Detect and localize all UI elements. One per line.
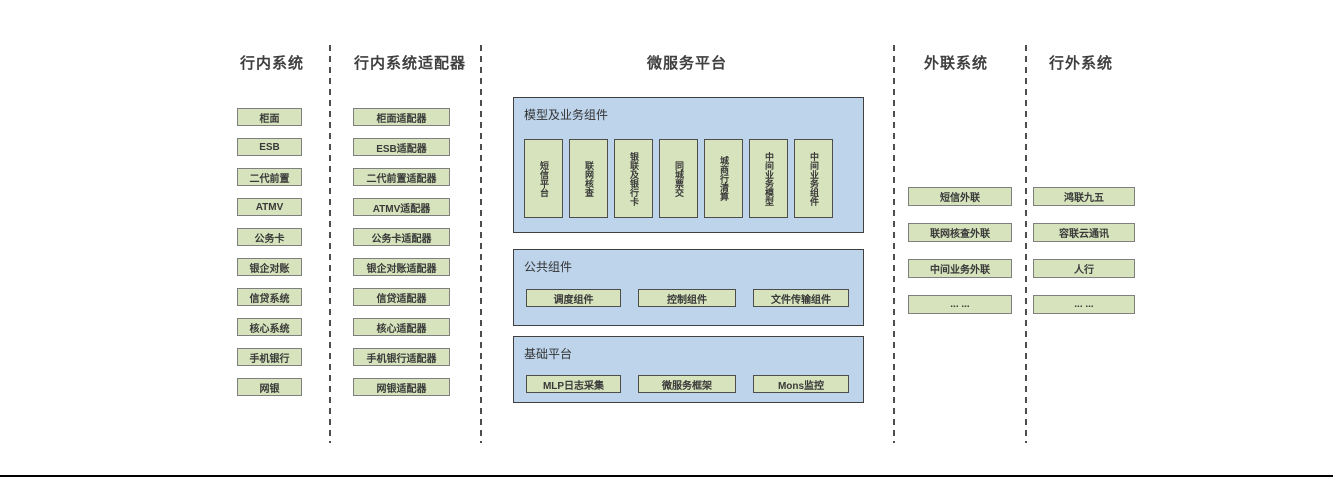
header-in-bank-systems: 行内系统 (239, 55, 304, 72)
adapter-box: ATMV适配器 (353, 198, 450, 216)
system-box: 手机银行 (237, 348, 302, 366)
panel-common-components: 公共组件 调度组件 控制组件 文件传输组件 (513, 249, 864, 326)
out-of-bank-system-box: ... ... (1033, 295, 1135, 314)
adapter-box: 网银适配器 (353, 378, 450, 396)
adapter-box: ESB适配器 (353, 138, 450, 156)
panel-title: 基础平台 (524, 347, 573, 361)
adapter-box: 手机银行适配器 (353, 348, 450, 366)
component-box: 城商行清算 (704, 139, 743, 218)
system-box: 银企对账 (237, 258, 302, 276)
out-of-bank-system-box: 容联云通讯 (1033, 223, 1135, 242)
header-out-of-bank-systems: 行外系统 (1048, 55, 1113, 72)
component-box: 银联及银行卡 (614, 139, 653, 218)
component-box: 微服务框架 (638, 375, 736, 393)
column-divider (893, 45, 895, 443)
out-of-bank-system-box: 鸿联九五 (1033, 187, 1135, 206)
component-box: 短信平台 (524, 139, 563, 218)
component-box: 联网核查 (569, 139, 608, 218)
component-box: 文件传输组件 (753, 289, 849, 307)
header-in-bank-adapters: 行内系统适配器 (353, 55, 466, 72)
system-box: 信贷系统 (237, 288, 302, 306)
adapter-box: 柜面适配器 (353, 108, 450, 126)
system-box: 柜面 (237, 108, 302, 126)
adapter-box: 二代前置适配器 (353, 168, 450, 186)
component-box: 中间业务模型 (749, 139, 788, 218)
system-box: 网银 (237, 378, 302, 396)
external-system-box: 联网核查外联 (908, 223, 1012, 242)
system-box: 二代前置 (237, 168, 302, 186)
component-box: 中间业务组件 (794, 139, 833, 218)
external-system-box: 短信外联 (908, 187, 1012, 206)
adapter-box: 银企对账适配器 (353, 258, 450, 276)
component-box: MLP日志采集 (526, 375, 621, 393)
column-divider (329, 45, 331, 443)
system-box: 核心系统 (237, 318, 302, 336)
system-box: ESB (237, 138, 302, 156)
header-external-connection-systems: 外联系统 (923, 55, 988, 72)
system-box: 公务卡 (237, 228, 302, 246)
adapter-box: 信贷适配器 (353, 288, 450, 306)
header-microservice-platform: 微服务平台 (646, 55, 727, 72)
external-system-box: ... ... (908, 295, 1012, 314)
column-divider (1025, 45, 1027, 443)
external-system-box: 中间业务外联 (908, 259, 1012, 278)
component-box: Mons监控 (753, 375, 849, 393)
out-of-bank-system-box: 人行 (1033, 259, 1135, 278)
system-box: ATMV (237, 198, 302, 216)
panel-title: 模型及业务组件 (524, 108, 609, 122)
component-box: 控制组件 (638, 289, 736, 307)
adapter-box: 公务卡适配器 (353, 228, 450, 246)
adapter-box: 核心适配器 (353, 318, 450, 336)
component-box: 同城票交 (659, 139, 698, 218)
column-divider (480, 45, 482, 443)
component-box: 调度组件 (526, 289, 621, 307)
bottom-rule (0, 475, 1333, 477)
panel-title: 公共组件 (524, 260, 573, 274)
panel-model-business-components: 模型及业务组件 短信平台 联网核查 银联及银行卡 同城票交 城商行清算 中间业务… (513, 97, 864, 233)
panel-base-platform: 基础平台 MLP日志采集 微服务框架 Mons监控 (513, 336, 864, 403)
